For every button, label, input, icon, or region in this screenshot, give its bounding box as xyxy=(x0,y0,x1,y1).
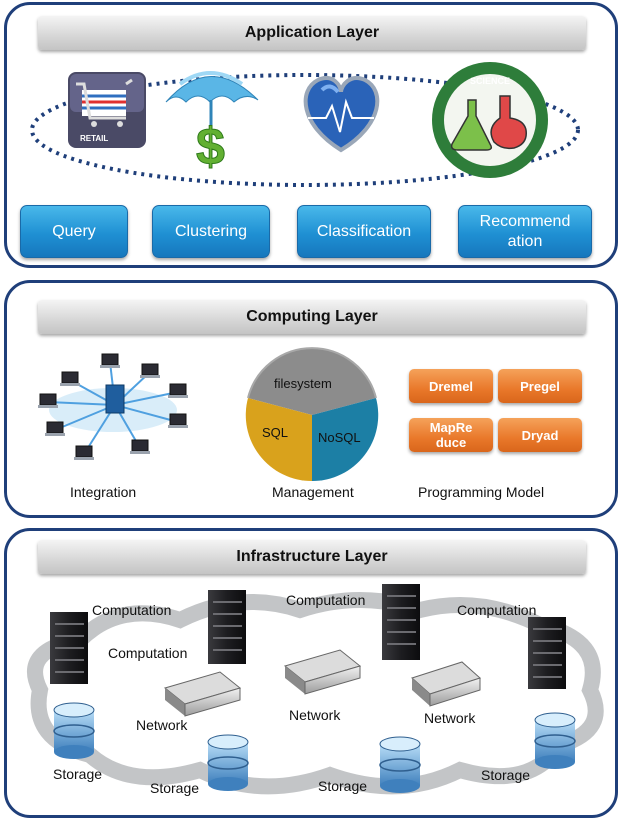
integration-network-icon xyxy=(38,353,188,460)
integration-caption: Integration xyxy=(70,484,137,500)
heart-pulse-icon xyxy=(303,76,380,153)
server-icon-4 xyxy=(528,617,566,689)
pie-label-filesystem: filesystem xyxy=(274,376,332,391)
svg-text:$: $ xyxy=(196,118,225,176)
storage-disk-icon-1 xyxy=(53,702,95,759)
storage-disk-icon-4 xyxy=(534,712,576,769)
dremel-button[interactable]: Dremel xyxy=(409,369,493,403)
management-caption: Management xyxy=(272,484,354,500)
query-button[interactable]: Query xyxy=(20,205,128,258)
programming-model-caption: Programming Model xyxy=(418,484,545,500)
network-label-2: Network xyxy=(289,707,341,723)
network-switch-icon-3 xyxy=(411,661,481,707)
storage-disk-icon-2 xyxy=(207,734,249,791)
recommendation-button[interactable]: Recommend ation xyxy=(458,205,592,258)
server-icon-1 xyxy=(50,612,88,684)
pie-label-sql: SQL xyxy=(262,425,288,440)
computing-layer-title: Computing Layer xyxy=(38,300,586,334)
storage-disk-icon-3 xyxy=(379,736,421,793)
network-label-3: Network xyxy=(424,710,476,726)
storage-label-3: Storage xyxy=(318,778,368,794)
application-layer-title: Application Layer xyxy=(38,16,586,50)
application-ellipse xyxy=(30,73,580,187)
pie-slice-nosql xyxy=(312,398,379,482)
computation-label-4: Computation xyxy=(457,602,537,618)
computation-label-2: Computation xyxy=(108,645,188,661)
storage-label-4: Storage xyxy=(481,767,531,783)
pregel-button[interactable]: Pregel xyxy=(498,369,582,403)
dryad-button[interactable]: Dryad xyxy=(498,418,582,452)
network-label-1: Network xyxy=(136,717,188,733)
science-flask-icon xyxy=(432,62,548,178)
computation-label-1: Computation xyxy=(92,602,172,618)
network-switch-icon-2 xyxy=(283,649,362,695)
management-pie-chart xyxy=(245,347,379,482)
retail-cart-icon xyxy=(68,72,146,148)
pie-slice-sql xyxy=(245,398,312,482)
server-icon-3 xyxy=(382,584,420,660)
mapreduce-button[interactable]: MapRe duce xyxy=(409,418,493,452)
pie-slice-filesystem xyxy=(248,348,376,415)
pie-label-nosql: NoSQL xyxy=(318,430,361,445)
retail-label: RETAIL xyxy=(80,134,108,143)
classification-button[interactable]: Classification xyxy=(297,205,431,258)
infrastructure-cloud xyxy=(27,592,604,795)
computation-label-3: Computation xyxy=(286,592,366,608)
science-label: SCIENCE xyxy=(470,76,510,86)
server-icon-2 xyxy=(208,590,246,664)
network-switch-icon-1 xyxy=(163,671,242,717)
storage-label-2: Storage xyxy=(150,780,200,796)
infrastructure-layer-title: Infrastructure Layer xyxy=(38,540,586,574)
storage-label-1: Storage xyxy=(53,766,103,782)
umbrella-dollar-icon: $ xyxy=(165,71,259,177)
clustering-button[interactable]: Clustering xyxy=(152,205,270,258)
